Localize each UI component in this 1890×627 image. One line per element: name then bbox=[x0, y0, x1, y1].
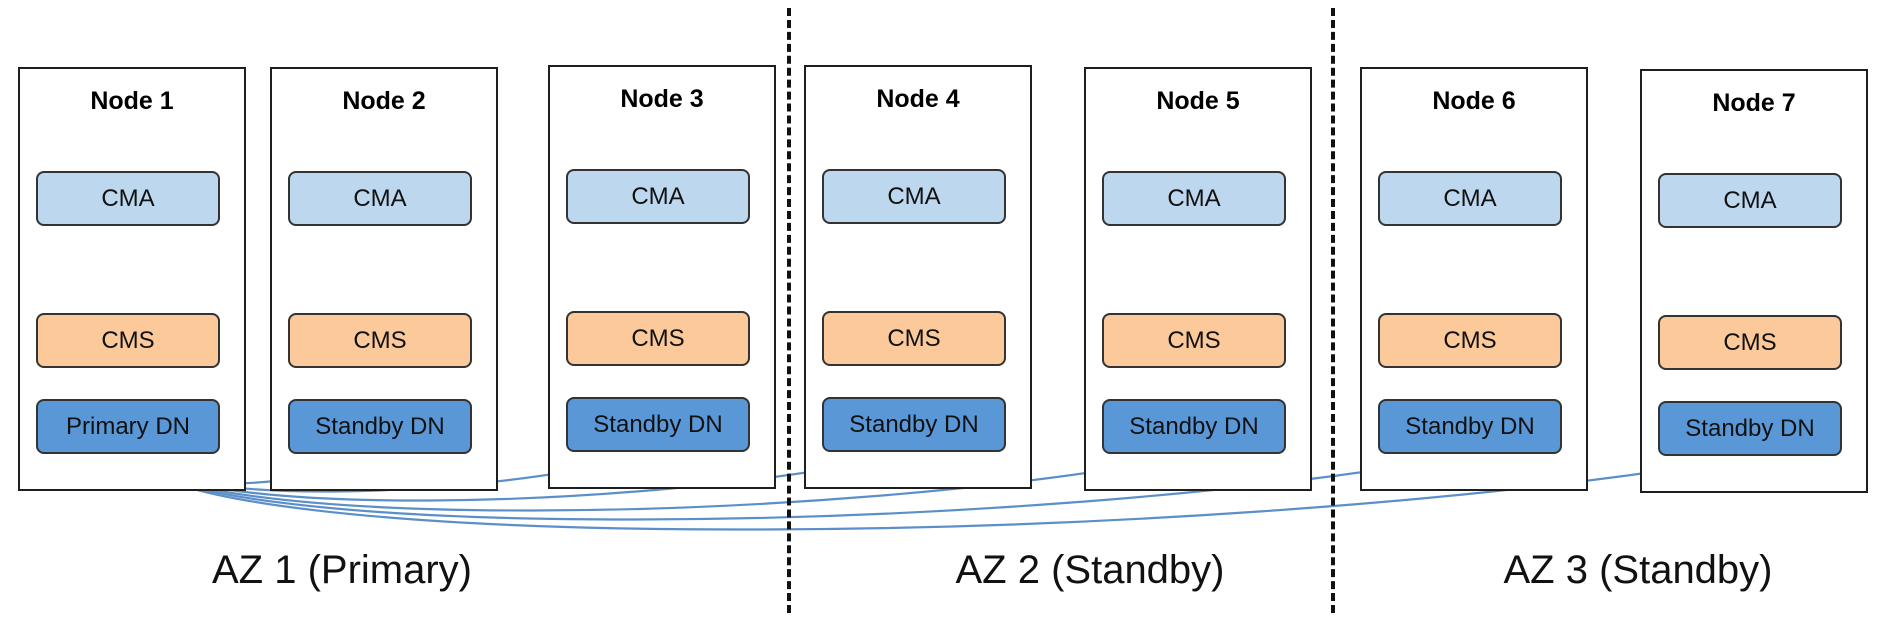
cma-box: CMA bbox=[1102, 171, 1286, 226]
cma-box: CMA bbox=[36, 171, 220, 226]
standby-dn-box: Standby DN bbox=[822, 397, 1006, 452]
node-title: Node 4 bbox=[876, 85, 960, 113]
cms-box: CMS bbox=[822, 311, 1006, 366]
az-divider-2 bbox=[1331, 8, 1335, 613]
standby-dn-box: Standby DN bbox=[1378, 399, 1562, 454]
node-title: Node 1 bbox=[90, 87, 174, 115]
cma-box: CMA bbox=[822, 169, 1006, 224]
node-6: Node 6 CMA CMS Standby DN bbox=[1360, 67, 1588, 491]
node-7: Node 7 CMA CMS Standby DN bbox=[1640, 69, 1868, 493]
cms-box: CMS bbox=[1102, 313, 1286, 368]
node-title: Node 3 bbox=[620, 85, 704, 113]
standby-dn-box: Standby DN bbox=[1658, 401, 1842, 456]
standby-dn-box: Standby DN bbox=[566, 397, 750, 452]
node-title: Node 7 bbox=[1712, 89, 1796, 117]
cma-box: CMA bbox=[1658, 173, 1842, 228]
cma-box: CMA bbox=[288, 171, 472, 226]
cms-box: CMS bbox=[36, 313, 220, 368]
az-divider-1 bbox=[787, 8, 791, 613]
cms-box: CMS bbox=[1378, 313, 1562, 368]
node-3: Node 3 CMA CMS Standby DN bbox=[548, 65, 776, 489]
node-4: Node 4 CMA CMS Standby DN bbox=[804, 65, 1032, 489]
cms-box: CMS bbox=[288, 313, 472, 368]
cma-box: CMA bbox=[566, 169, 750, 224]
cma-box: CMA bbox=[1378, 171, 1562, 226]
az-3-label: AZ 3 (Standby) bbox=[1503, 548, 1773, 592]
az-2-label: AZ 2 (Standby) bbox=[955, 548, 1225, 592]
node-title: Node 5 bbox=[1156, 87, 1240, 115]
node-5: Node 5 CMA CMS Standby DN bbox=[1084, 67, 1312, 491]
standby-dn-box: Standby DN bbox=[1102, 399, 1286, 454]
node-1: Node 1 CMA CMS Primary DN bbox=[18, 67, 246, 491]
standby-dn-box: Standby DN bbox=[288, 399, 472, 454]
cms-box: CMS bbox=[566, 311, 750, 366]
node-2: Node 2 CMA CMS Standby DN bbox=[270, 67, 498, 491]
node-title: Node 2 bbox=[342, 87, 426, 115]
primary-dn-box: Primary DN bbox=[36, 399, 220, 454]
cms-box: CMS bbox=[1658, 315, 1842, 370]
az-1-label: AZ 1 (Primary) bbox=[212, 548, 472, 592]
node-title: Node 6 bbox=[1432, 87, 1516, 115]
